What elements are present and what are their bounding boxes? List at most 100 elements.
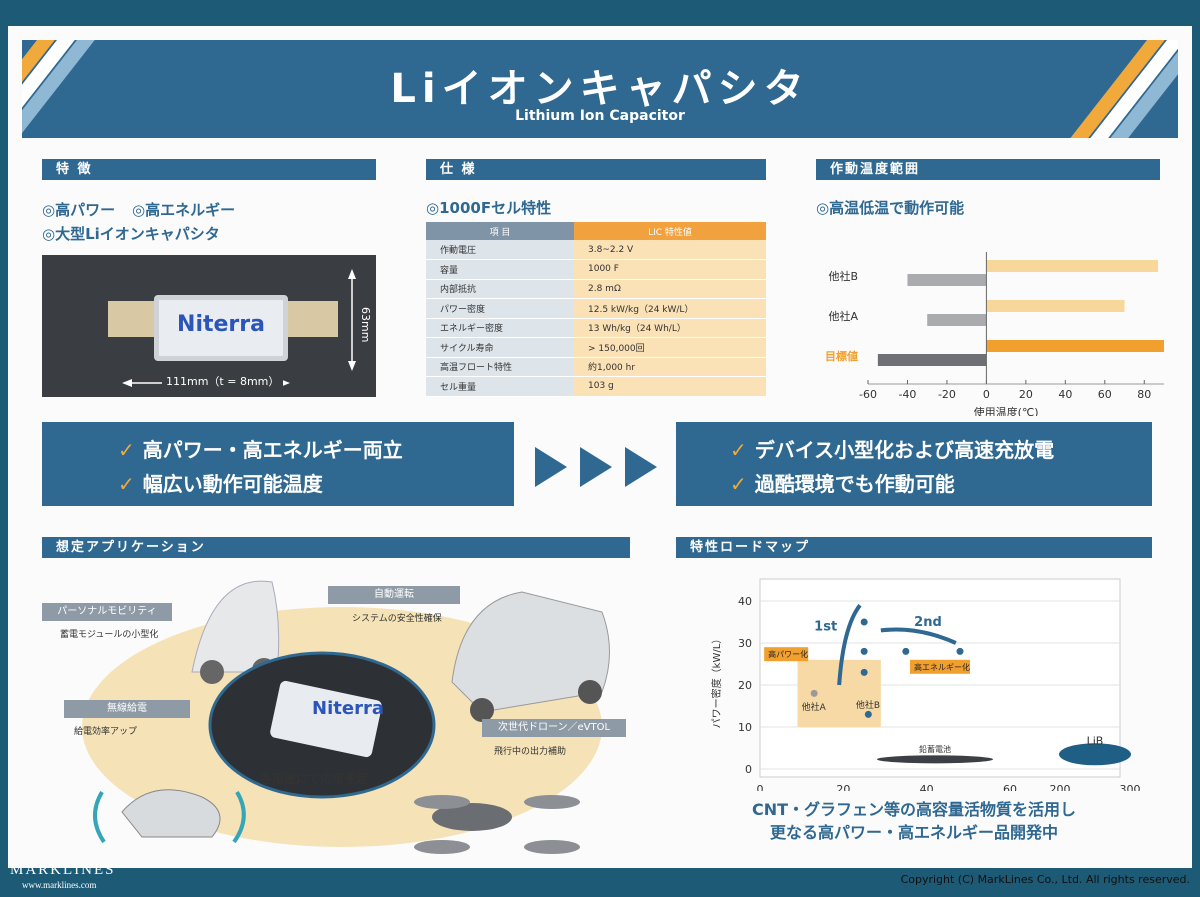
- temp-tick-label: 40: [1058, 388, 1072, 401]
- banner-left-line: ✓高パワー・高エネルギー両立: [118, 438, 403, 462]
- roadmap-footer: CNT・グラフェン等の高容量活物質を活用し: [751, 800, 1077, 819]
- marklines-logo: MARKLINES: [10, 862, 116, 878]
- temp-bar-low: [907, 274, 987, 286]
- roadmap-x-tick: 0: [757, 783, 764, 791]
- app-tag-mobility: パーソナルモビリティ: [42, 603, 172, 621]
- arrow-icon: [625, 447, 657, 487]
- banner-right-line: ✓過酷環境でも作動可能: [730, 472, 955, 496]
- width-label: 111mm（t = 8mm）: [162, 373, 284, 389]
- spec-col-item: 項 目: [426, 222, 574, 240]
- cell-brand: Niterra: [177, 312, 265, 337]
- spec-value: 12.5 kW/kg（24 kW/L）: [574, 298, 766, 319]
- temp-tick-label: 20: [1019, 388, 1033, 401]
- competitor-b-label: 他社B: [856, 699, 880, 711]
- roadmap-header: 特性ロードマップ: [676, 537, 1152, 558]
- feature-bullet: ◎高エネルギー: [132, 201, 236, 219]
- temp-header: 作動温度範囲: [816, 159, 1160, 180]
- poster-board: Liイオンキャパシタ Lithium Ion Capacitor 特 徴 ◎高パ…: [8, 26, 1192, 868]
- page-title: Liイオンキャパシタ: [390, 66, 810, 112]
- app-center-brand: Niterra: [312, 698, 384, 719]
- app-desc-wireless: 給電効率アップ: [74, 727, 138, 737]
- power-up-tag: [764, 647, 809, 662]
- arrow-icon: [580, 447, 612, 487]
- temp-tick-label: 0: [983, 388, 990, 401]
- feature-bullet: ◎高パワー: [42, 201, 116, 219]
- roadmap-x-tick: 20: [836, 783, 850, 791]
- lib-ellipse: [1059, 743, 1131, 766]
- spec-item: パワー密度: [426, 298, 574, 319]
- app-desc-autonomous: システムの安全性確保: [352, 614, 442, 624]
- spec-value: 1000 F: [574, 259, 766, 280]
- copyright: Copyright (C) MarkLines Co., Ltd. All ri…: [900, 873, 1190, 886]
- spec-item: 高温フロート特性: [426, 357, 574, 377]
- spec-value: 2.8 mΩ: [574, 279, 766, 299]
- apps-illustration: [82, 580, 610, 854]
- temp-tick-label: -60: [859, 388, 877, 401]
- power-up-label: 高パワー化: [768, 649, 808, 659]
- app-center-caption: 各用途にて応用予定: [260, 772, 369, 786]
- apps-header: 想定アプリケーション: [42, 537, 630, 558]
- spec-subtitle: ◎1000Fセル特性: [426, 199, 552, 217]
- cell-photo: Niterra 63mm 111mm（t = 8mm）: [42, 255, 376, 397]
- cell-tab-right: [282, 301, 338, 337]
- roadmap-x-tick: 200: [1050, 783, 1071, 791]
- arrow-icon: [535, 447, 567, 487]
- spec-value: > 150,000回: [574, 337, 766, 358]
- spec-item: 作動電圧: [426, 240, 574, 260]
- roadmap-point: [956, 647, 964, 655]
- spec-item: サイクル寿命: [426, 337, 574, 358]
- spec-value: 13 Wh/kg（24 Wh/L）: [574, 318, 766, 338]
- roadmap-y-tick: 40: [738, 595, 752, 608]
- temp-category-label: 他社B: [828, 269, 858, 283]
- temp-bar-high: [986, 340, 1164, 352]
- lead-acid-ellipse: [877, 755, 993, 764]
- app-tag-autonomous: 自動運転: [328, 586, 460, 604]
- roadmap-y-label: パワー密度（kW/L）: [710, 634, 723, 729]
- roadmap-y-tick: 30: [738, 637, 752, 650]
- page-subtitle: Lithium Ion Capacitor: [515, 108, 685, 124]
- first-label: 1st: [814, 619, 837, 634]
- spec-item: セル重量: [426, 376, 574, 397]
- spec-item: エネルギー密度: [426, 318, 574, 338]
- spec-item: 容量: [426, 259, 574, 280]
- height-label: 63mm: [359, 307, 372, 343]
- temp-subtitle: ◎高温低温で動作可能: [816, 199, 965, 217]
- roadmap-x-tick: 300: [1120, 783, 1141, 791]
- features-header: 特 徴: [42, 159, 376, 180]
- temp-category-label: 他社A: [828, 309, 858, 323]
- app-tag-wireless: 無線給電: [64, 700, 190, 718]
- spec-value: 3.8~2.2 V: [574, 240, 766, 260]
- roadmap-x-tick: 60: [1003, 783, 1017, 791]
- spec-item: 内部抵抗: [426, 279, 574, 299]
- energy-up-tag: [910, 659, 970, 674]
- app-desc-mobility: 蓄電モジュールの小型化: [60, 630, 159, 640]
- app-desc-drone: 飛行中の出力補助: [494, 747, 567, 757]
- banner-right-line: ✓デバイス小型化および高速充放電: [730, 438, 1055, 462]
- spec-value: 約1,000 hr: [574, 357, 766, 377]
- roadmap-y-tick: 10: [738, 721, 752, 734]
- banner-right: ✓デバイス小型化および高速充放電 ✓過酷環境でも作動可能: [676, 422, 1152, 506]
- temp-bar-high: [986, 260, 1159, 272]
- temp-category-label: 目標値: [825, 349, 858, 363]
- temp-x-label: 使用温度(℃): [974, 405, 1039, 416]
- roadmap-x-tick: 40: [920, 783, 934, 791]
- temp-bar-high: [986, 300, 1125, 312]
- competitor-a-label: 他社A: [802, 701, 827, 713]
- roadmap-point: [860, 668, 868, 676]
- temp-tick-label: 80: [1137, 388, 1151, 401]
- roadmap-y-tick: 20: [738, 679, 752, 692]
- roadmap-point: [860, 618, 868, 626]
- temp-tick-label: -20: [938, 388, 956, 401]
- second-arrow: [880, 627, 957, 645]
- temp-bar-low: [927, 314, 987, 326]
- banner-left-line: ✓幅広い動作可能温度: [118, 472, 323, 496]
- title-banner: Liイオンキャパシタ Lithium Ion Capacitor: [22, 40, 1178, 138]
